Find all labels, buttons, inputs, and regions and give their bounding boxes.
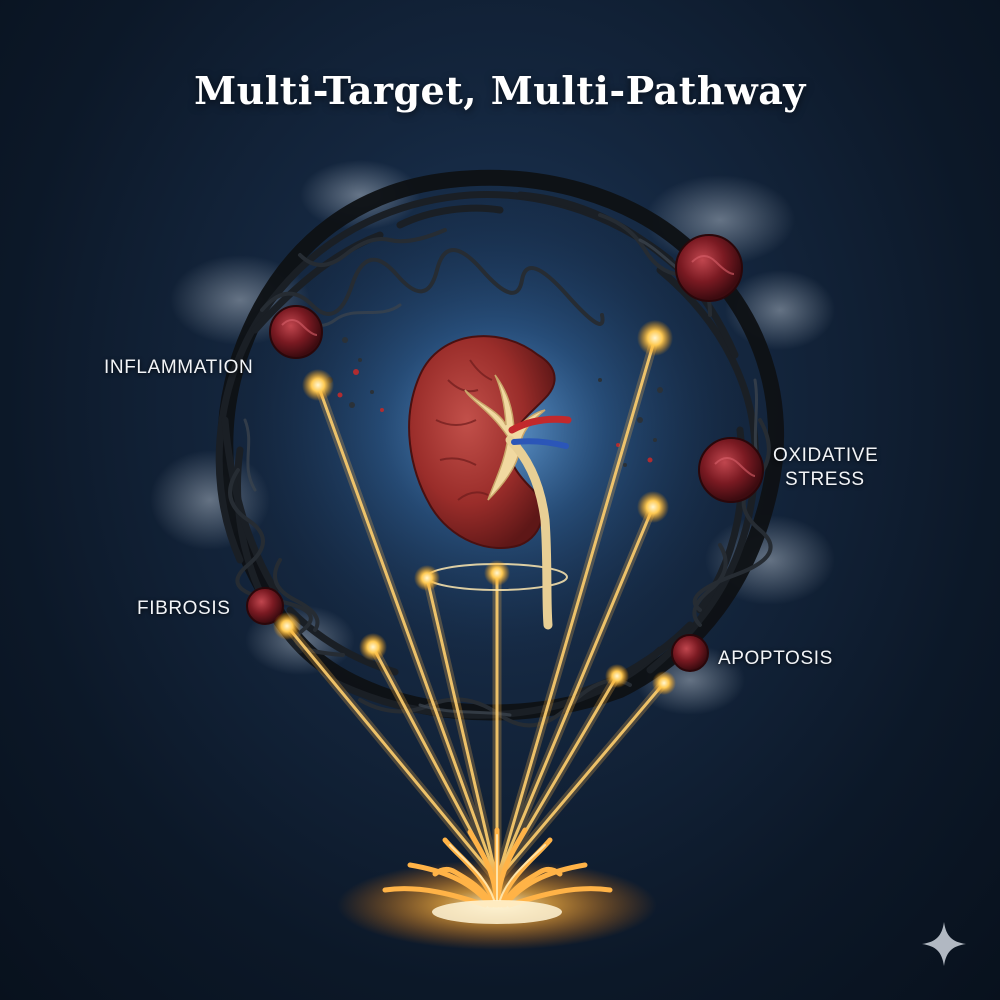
base-core [432, 900, 562, 924]
label-oxidative-stress-line1: OXIDATIVE [773, 445, 879, 466]
target-dots [273, 320, 676, 695]
fungus-highlights [449, 834, 546, 901]
cell-oxidative-stress [698, 437, 764, 503]
label-inflammation: INFLAMMATION [104, 357, 254, 378]
sparkle-icon [922, 922, 966, 966]
kidney-icon [408, 335, 572, 630]
light-beams-glow [282, 333, 669, 885]
cell-top-right [675, 234, 743, 302]
label-oxidative-stress: OXIDATIVE STRESS [773, 444, 878, 492]
red-particles [337, 369, 653, 463]
page-title: Multi-Target, Multi-Pathway [194, 68, 806, 113]
cell-apoptosis [671, 634, 709, 672]
label-fibrosis: FIBROSIS [137, 598, 231, 619]
label-apoptosis: APOPTOSIS [718, 648, 833, 669]
label-oxidative-stress-line2: STRESS [785, 469, 865, 490]
cell-inflammation [269, 305, 323, 359]
cell-fibrosis [246, 587, 284, 625]
